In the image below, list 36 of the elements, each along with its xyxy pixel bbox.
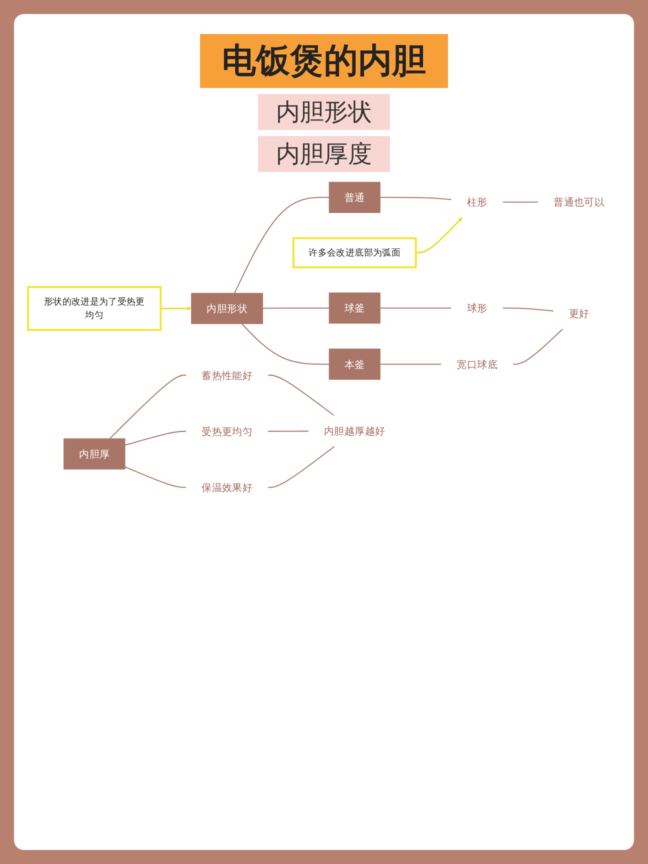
connector (380, 196, 452, 200)
arrow (416, 217, 463, 254)
node-text: 普通也可以 (554, 196, 605, 208)
node-text: 球形 (466, 302, 488, 314)
node-box: 形状的改进是为了受热更均匀 (27, 286, 162, 331)
arrow (160, 306, 192, 311)
connector (502, 308, 554, 312)
connector (268, 374, 335, 416)
section-heading: 内胆厚度 (258, 136, 390, 172)
connector (109, 374, 186, 439)
connector (380, 364, 442, 365)
node-box: 内胆形状 (191, 292, 264, 324)
title: 电饭煲的内胆 (200, 34, 448, 88)
node-text: 更好 (568, 307, 590, 320)
connector (262, 308, 330, 309)
node-box: 球釜 (328, 292, 380, 324)
node-text: 内胆越厚越好 (324, 424, 386, 438)
connector (268, 446, 335, 488)
connector (268, 430, 309, 432)
node-box: 本釜 (328, 348, 380, 380)
connector (124, 430, 186, 446)
connector (234, 196, 330, 294)
node-box: 内胆厚 (64, 438, 126, 470)
node-text: 保温效果好 (202, 481, 253, 494)
node-text: 受热更均匀 (202, 425, 253, 438)
node-box: 许多会改进底部为弧面 (292, 237, 417, 268)
connector (124, 466, 186, 488)
node-box: 普通 (328, 182, 380, 213)
node-text: 蓄热性能好 (202, 369, 253, 382)
connector (502, 202, 538, 203)
connector (512, 328, 564, 365)
connector (241, 323, 330, 365)
node-text: 柱形 (466, 196, 488, 208)
node-text: 宽口球底 (456, 358, 498, 370)
section-heading: 内胆形状 (258, 94, 390, 130)
connector (380, 308, 452, 309)
